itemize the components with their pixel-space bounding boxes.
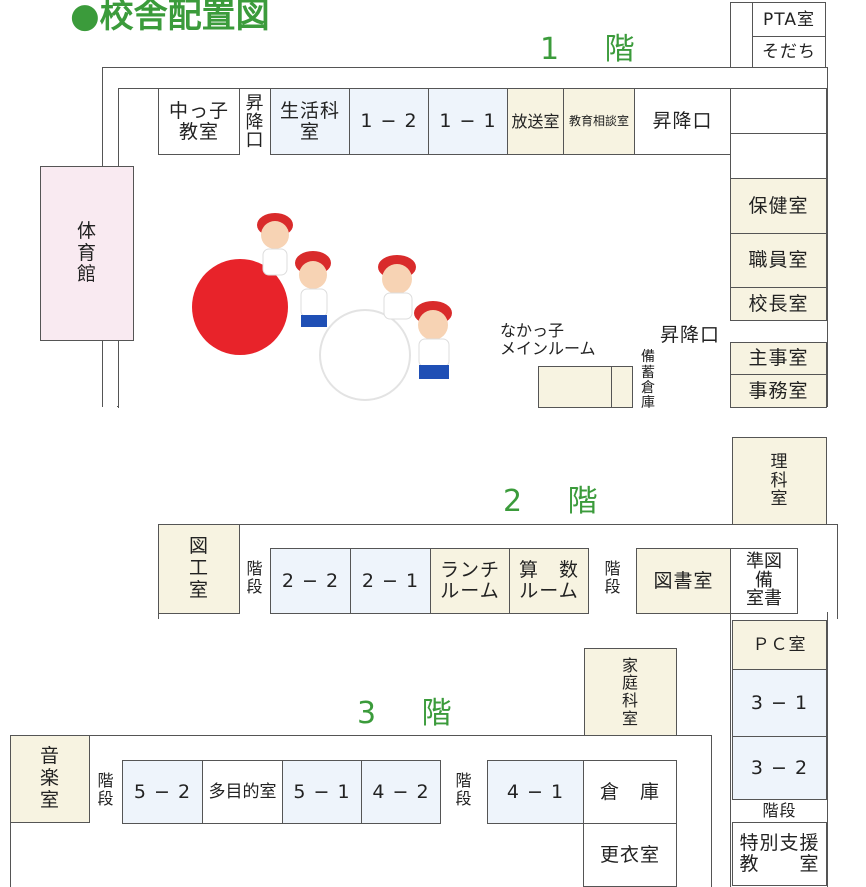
classroom-1-1[interactable]: 1 − 1: [428, 88, 508, 155]
science-room[interactable]: 理 科 室: [732, 437, 827, 525]
page-title: ●校舎配置図: [70, 0, 270, 36]
gymnasium[interactable]: 体 育 館: [40, 166, 134, 341]
stairs-3a: 階 段: [97, 771, 115, 808]
classroom-4-1[interactable]: 4 − 1: [487, 760, 584, 824]
lunch-room[interactable]: ランチ ルーム: [430, 548, 510, 614]
counseling-room[interactable]: 教育相談室: [563, 88, 635, 155]
child-icon: [295, 251, 331, 327]
warehouse[interactable]: 倉 庫: [583, 760, 677, 824]
entrance-a: 昇 降 口: [240, 88, 270, 158]
classroom-3-1[interactable]: 3 − 1: [732, 669, 827, 737]
main-room[interactable]: [538, 366, 612, 408]
manager-room[interactable]: 主事室: [730, 342, 827, 375]
locker-room[interactable]: 更衣室: [583, 823, 677, 887]
stairs-2c: 階段: [762, 801, 797, 821]
pta-room[interactable]: PTA室: [752, 2, 826, 38]
nakakko-classroom[interactable]: 中っ子 教室: [158, 88, 240, 155]
music-room[interactable]: 音 楽 室: [10, 735, 90, 823]
stairs-2b: 階 段: [604, 559, 622, 596]
child-icon: [378, 255, 416, 320]
nurse-office[interactable]: 保健室: [730, 178, 827, 234]
floor-3-label: 3 階: [357, 696, 470, 731]
entrance-mid: 昇降口: [660, 323, 721, 346]
classroom-4-2[interactable]: 4 − 2: [361, 760, 441, 824]
multipurpose-room[interactable]: 多目的室: [202, 760, 283, 824]
entrance-a-label: 昇 降 口: [245, 92, 265, 152]
classroom-5-1[interactable]: 5 − 1: [282, 760, 362, 824]
floor-2-label: 2 階: [503, 484, 616, 519]
white-ball-icon: [319, 309, 411, 401]
life-science-label: 生活科 室: [279, 99, 340, 143]
right-blank-1: [730, 88, 827, 134]
stairs-3b: 階 段: [455, 771, 473, 808]
sodachi-room[interactable]: そだち: [752, 36, 826, 68]
child-icon: [257, 213, 293, 276]
right-blank-2: [730, 133, 827, 179]
broadcast-room[interactable]: 放送室: [507, 88, 564, 155]
classroom-1-2[interactable]: 1 − 2: [349, 88, 429, 155]
classroom-2-1[interactable]: 2 − 1: [350, 548, 431, 614]
principal-office[interactable]: 校長室: [730, 287, 827, 321]
life-science-room[interactable]: 生活科 室: [270, 88, 350, 155]
main-room-label: なかっ子 メインルーム: [500, 320, 596, 358]
gymnasium-label: 体 育 館: [76, 219, 97, 286]
staff-room[interactable]: 職員室: [730, 233, 827, 288]
office-room[interactable]: 事務室: [730, 374, 827, 408]
red-ball-icon: [192, 259, 288, 355]
child-icon: [414, 301, 452, 379]
classroom-3-2[interactable]: 3 − 2: [732, 736, 827, 800]
classroom-2-2[interactable]: 2 − 2: [270, 548, 351, 614]
home-economics-room[interactable]: 家 庭 科 室: [584, 648, 677, 736]
pc-room[interactable]: ＰＣ室: [732, 620, 827, 670]
classroom-5-2[interactable]: 5 − 2: [122, 760, 203, 824]
special-support-room[interactable]: 特別支援 教 室: [732, 822, 827, 886]
children-illustration: [192, 213, 452, 401]
art-room[interactable]: 図 工 室: [158, 524, 240, 614]
library[interactable]: 図書室: [636, 548, 731, 614]
storage-label: 備 蓄 倉 庫: [641, 349, 655, 412]
entrance-top[interactable]: 昇降口: [634, 88, 731, 155]
math-room[interactable]: 算 数 ルーム: [509, 548, 589, 614]
stairs-2a: 階 段: [246, 559, 264, 596]
nakakko-classroom-label: 中っ子 教室: [168, 99, 229, 143]
storage-box[interactable]: [611, 366, 633, 408]
library-prep-room[interactable]: 準図 備 室書: [730, 548, 798, 614]
floor-1-label: 1 階: [540, 32, 653, 67]
